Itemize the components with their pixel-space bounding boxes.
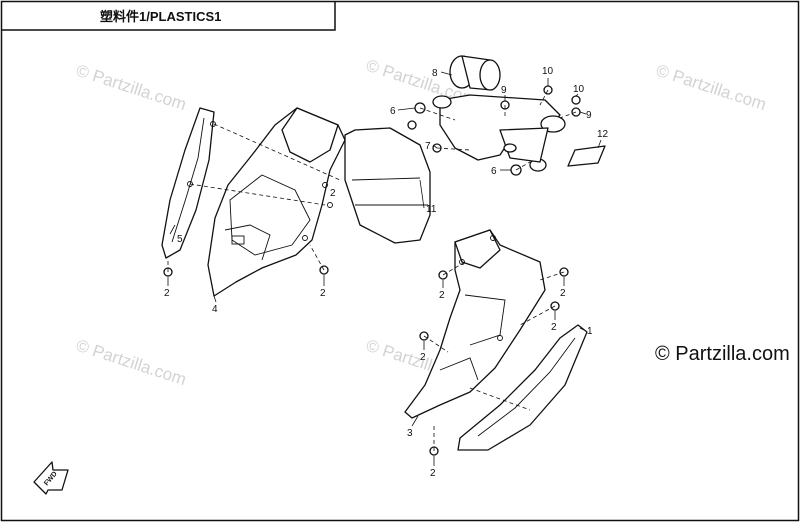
part-5-side-panel — [161, 107, 216, 259]
callout-4: 4 — [212, 304, 218, 315]
part-8-bracket-assembly — [432, 55, 566, 172]
callout-11: 11 — [426, 204, 437, 215]
fasteners — [163, 85, 581, 456]
callout-9: 9 — [501, 85, 507, 96]
watermark: © Partzilla.com — [74, 61, 189, 114]
callout-1: 1 — [587, 326, 593, 337]
callout-9: 9 — [586, 110, 592, 121]
callout-2: 2 — [439, 290, 445, 301]
callout-7: 7 — [425, 141, 431, 152]
callout-2: 2 — [430, 468, 436, 479]
part-12-label — [567, 145, 606, 167]
leader-lines — [167, 71, 602, 466]
callout-2: 2 — [420, 352, 426, 363]
callout-8: 8 — [432, 68, 438, 79]
callout-3: 3 — [407, 428, 413, 439]
part-1-side-panel — [457, 324, 588, 451]
watermark: © Partzilla.com — [74, 336, 189, 389]
part-11-windscreen — [344, 127, 431, 244]
callout-2: 2 — [560, 288, 566, 299]
callout-2: 2 — [320, 288, 326, 299]
watermark: © Partzilla.com — [654, 61, 769, 114]
callout-10: 10 — [542, 66, 554, 77]
callouts: 1 2 2 2 2 2 2 2 2 3 4 5 6 6 7 8 9 9 10 1… — [164, 66, 609, 479]
part-3-lower-fairing — [404, 229, 546, 419]
callout-2: 2 — [164, 288, 170, 299]
part-4-inner-fairing — [207, 107, 346, 297]
callout-6: 6 — [390, 106, 396, 117]
copyright-caption: © Partzilla.com — [655, 343, 790, 365]
callout-2: 2 — [330, 188, 336, 199]
fwd-arrow-icon: FWD — [33, 461, 69, 495]
callout-6: 6 — [491, 166, 497, 177]
diagram-title: 塑料件1/PLASTICS1 — [100, 9, 221, 24]
callout-2: 2 — [551, 322, 557, 333]
callout-10: 10 — [573, 84, 585, 95]
title-box — [1, 1, 336, 31]
callout-12: 12 — [597, 129, 609, 140]
assembly-lines — [167, 89, 577, 451]
callout-5: 5 — [177, 234, 183, 245]
